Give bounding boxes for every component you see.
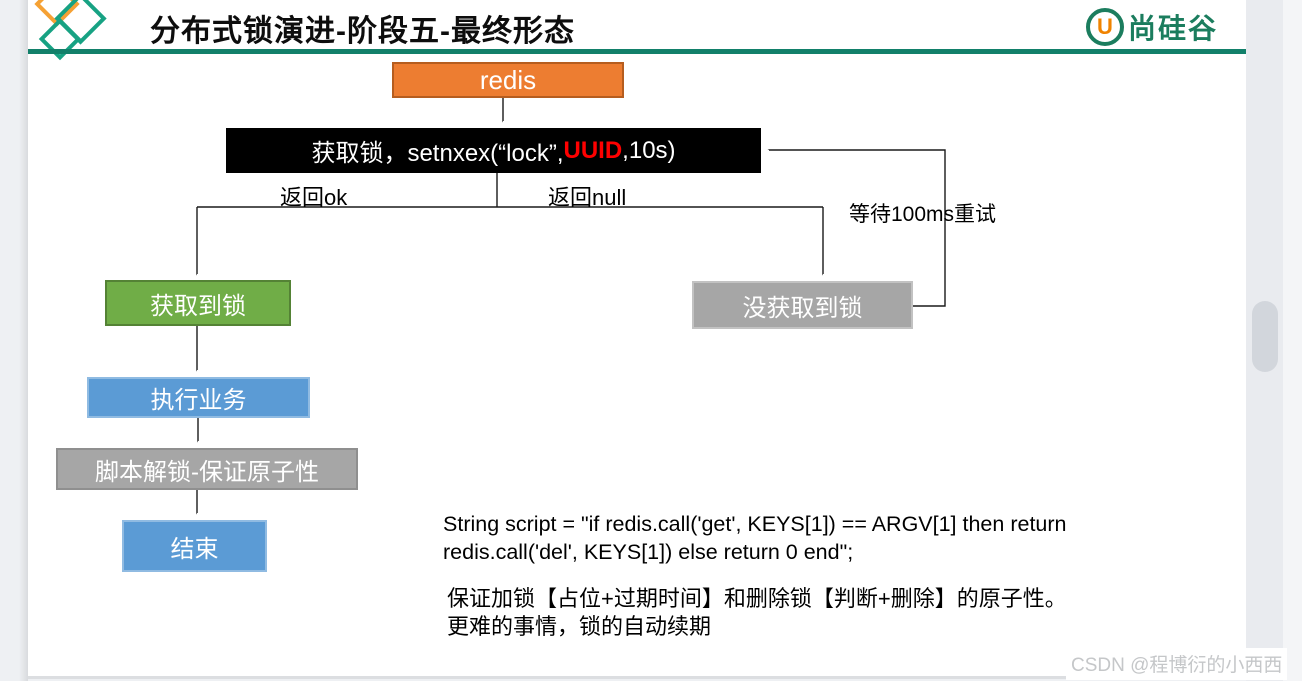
node-script-unlock: 脚本解锁-保证原子性: [56, 448, 358, 490]
edge-label-return-ok: 返回ok: [280, 185, 348, 210]
slide-canvas: [28, 0, 1246, 676]
brand-name: 尚硅谷: [1128, 13, 1219, 44]
edge-label-return-null: 返回null: [548, 185, 627, 210]
atomicity-note-line1: 保证加锁【占位+过期时间】和删除锁【判断+删除】的原子性。: [447, 586, 1067, 611]
left-edge-shadow: [19, 0, 28, 681]
node-got-lock: 获取到锁: [105, 280, 291, 326]
acquire-lock-args: ,10s): [622, 136, 676, 164]
atomicity-note-line2: 更难的事情，锁的自动续期: [447, 614, 712, 639]
acquire-lock-uuid: UUID: [563, 136, 623, 164]
node-acquire-lock: 获取锁，setnxex(“lock”,UUID,10s): [226, 128, 761, 173]
page-gutter: [1283, 0, 1302, 681]
csdn-watermark: CSDN @程博衍的小西西: [1066, 648, 1288, 680]
node-no-lock: 没获取到锁: [692, 281, 913, 329]
brand-u-icon: U: [1086, 8, 1124, 46]
node-end: 结束: [122, 520, 267, 572]
node-run-business: 执行业务: [87, 377, 310, 418]
scrollbar-thumb[interactable]: [1252, 301, 1278, 372]
script-code-line1: String script = "if redis.call('get', KE…: [443, 512, 1067, 536]
atomicity-note-text: 保证加锁【占位+过期时间】和删除锁【判断+删除】的原子性。 更难的事情，锁的自动…: [447, 585, 1137, 641]
acquire-lock-text: 获取锁，setnxex(“lock”,: [311, 140, 564, 167]
script-code-text: String script = "if redis.call('get', KE…: [443, 510, 1153, 566]
brand-logo: U 尚硅谷: [1086, 7, 1218, 47]
header-divider: [28, 49, 1246, 54]
node-redis: redis: [392, 62, 624, 98]
bottom-edge-shadow: [28, 676, 1246, 679]
script-code-line2: redis.call('del', KEYS[1]) else return 0…: [443, 540, 854, 564]
edge-label-retry: 等待100ms重试: [849, 203, 997, 226]
page-title: 分布式锁演进-阶段五-最终形态: [150, 15, 575, 48]
